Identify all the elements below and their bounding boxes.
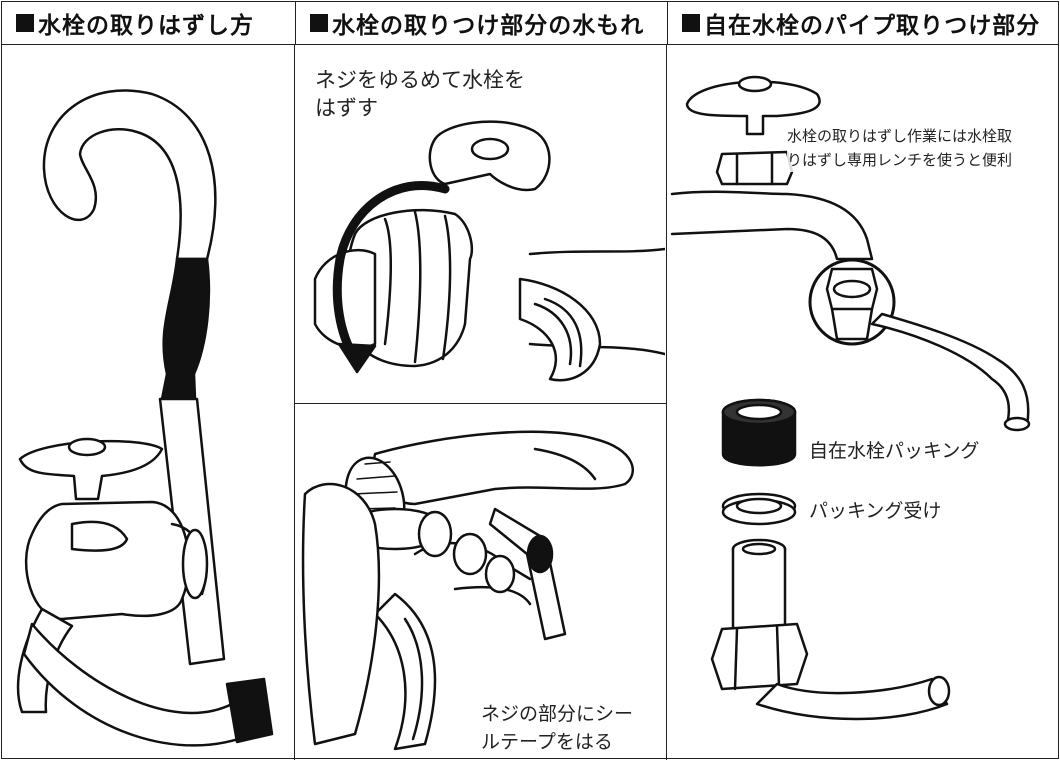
hand-unscrew-illustration (313, 120, 665, 382)
swivel-pipe-illustration (670, 75, 1031, 721)
caption-line: ネジの部分にシー (481, 703, 634, 725)
square-bullet-icon (682, 14, 700, 32)
unscrew-caption: ネジをゆるめて水栓を はずす (315, 66, 525, 122)
seal-tape-caption: ネジの部分にシー ルテープをはる (481, 700, 634, 756)
square-bullet-icon (310, 14, 328, 32)
caption-line: ネジをゆるめて水栓を (315, 68, 525, 92)
caption-line: ルテープをはる (481, 731, 613, 753)
panel-swivel-pipe: 水栓の取りはずし作業には水栓取 りはずし専用レンチを使うと便利 自在水栓パッキン… (667, 44, 1060, 760)
packing-label: 自在水栓パッキング (809, 436, 980, 463)
square-bullet-icon (16, 14, 34, 32)
panel-faucet-removal (2, 44, 295, 760)
header-faucet-removal: 水栓の取りはずし方 (2, 2, 295, 44)
panel-seal-tape: ネジの部分にシー ルテープをはる (295, 404, 667, 760)
header-label: 水栓の取りつけ部分の水もれ (332, 13, 645, 39)
caption-line: りはずし専用レンチを使うと便利 (787, 151, 1013, 169)
header-label: 自在水栓のパイプ取りつけ部分 (704, 13, 1041, 39)
caption-line: 水栓の取りはずし作業には水栓取 (787, 127, 1013, 145)
packing-holder-label: パッキング受け (809, 496, 942, 523)
header-label: 水栓の取りはずし方 (38, 13, 254, 39)
wrench-tip-caption: 水栓の取りはずし作業には水栓取 りはずし専用レンチを使うと便利 (787, 124, 1013, 172)
panel-unscrew-faucet: ネジをゆるめて水栓を はずす (295, 44, 667, 404)
faucet-wrench-illustration (16, 89, 274, 747)
header-mount-leak: 水栓の取りつけ部分の水もれ (295, 2, 667, 44)
header-swivel-pipe: 自在水栓のパイプ取りつけ部分 (667, 2, 1058, 44)
seal-tape-illustration (301, 430, 634, 751)
header-row: 水栓の取りはずし方 水栓の取りつけ部分の水もれ 自在水栓のパイプ取りつけ部分 (2, 2, 1058, 45)
caption-line: はずす (315, 96, 378, 120)
